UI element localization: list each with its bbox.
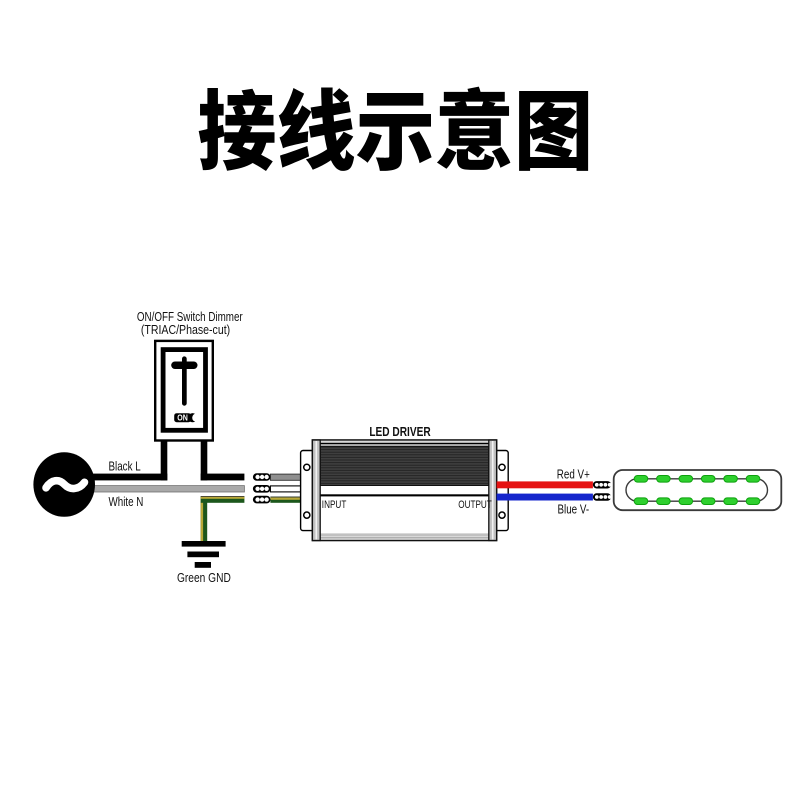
svg-text:Red V+: Red V+ [557,468,590,481]
svg-text:INPUT: INPUT [322,499,347,512]
svg-text:OUTPUT: OUTPUT [458,499,492,512]
svg-text:Green GND: Green GND [177,572,231,585]
svg-text:ON: ON [177,413,188,423]
svg-text:Blue V-: Blue V- [557,503,589,516]
svg-text:White N: White N [109,496,144,509]
svg-text:LED DRIVER: LED DRIVER [369,425,431,439]
svg-text:(TRIAC/Phase-cut): (TRIAC/Phase-cut) [141,323,230,337]
svg-text:ON/OFF Switch Dimmer: ON/OFF Switch Dimmer [137,311,243,324]
svg-text:Black L: Black L [109,460,141,473]
